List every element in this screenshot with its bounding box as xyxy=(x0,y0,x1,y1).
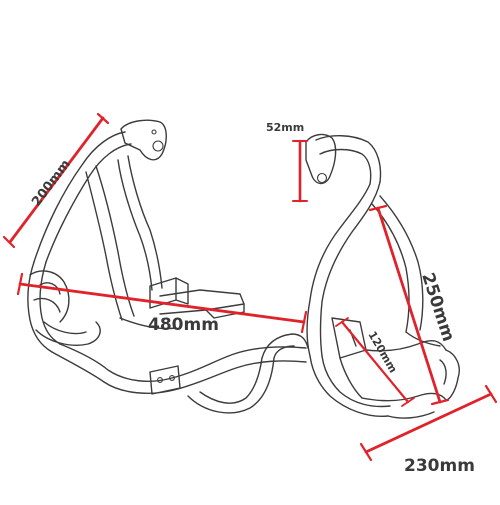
right-crash-bar xyxy=(305,133,460,419)
dimension-230-label: 230mm xyxy=(404,456,475,476)
dimension-480-label: 480mm xyxy=(148,315,219,335)
dimension-52-label: 52mm xyxy=(266,121,304,134)
dimension-120-label: 120mm xyxy=(365,329,399,375)
dimension-480: 480mm xyxy=(16,272,308,335)
dimension-250: 250mm xyxy=(368,204,458,406)
dimension-120: 120mm xyxy=(335,317,415,407)
dimension-200-label: 200mm xyxy=(29,157,74,209)
dimension-200: 200mm xyxy=(2,112,110,249)
left-crash-bar xyxy=(27,119,309,414)
dimension-230: 230mm xyxy=(359,384,498,476)
dimension-250-label: 250mm xyxy=(417,270,458,344)
dimension-52: 52mm xyxy=(266,121,308,203)
